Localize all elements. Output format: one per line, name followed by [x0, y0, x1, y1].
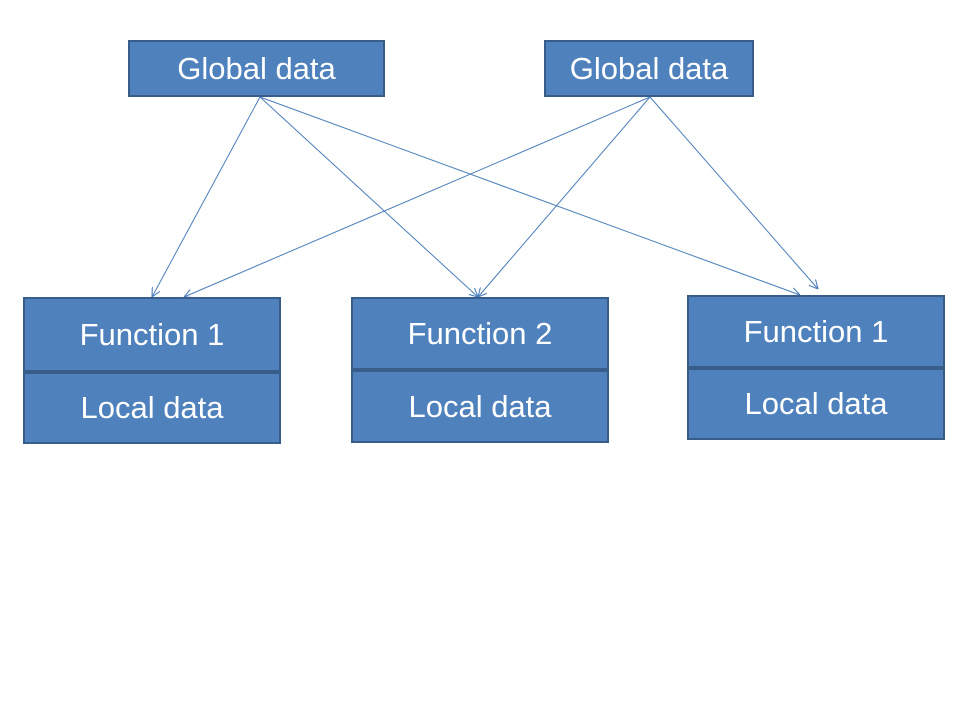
global-data-box-1: Global data	[128, 40, 385, 97]
function-box-1: Function 1	[23, 297, 281, 372]
arrow-global2-function3	[649, 96, 818, 289]
local-data-label-3: Local data	[744, 386, 888, 421]
function-label-3: Function 1	[743, 313, 889, 349]
arrow-global2-function2	[478, 96, 651, 297]
function-label-1: Function 1	[79, 316, 225, 352]
local-data-label-2: Local data	[408, 388, 552, 424]
local-data-box-1: Local data	[23, 372, 281, 444]
arrow-global2-function1	[184, 96, 651, 297]
global-data-box-2: Global data	[544, 40, 754, 97]
global-data-label-1: Global data	[177, 50, 336, 86]
global-data-label-2: Global data	[569, 50, 729, 86]
function-box-2: Function 2	[351, 297, 609, 370]
local-data-box-3: Local data	[687, 368, 945, 440]
local-data-box-2: Local data	[351, 370, 609, 443]
function-label-2: Function 2	[407, 315, 553, 351]
arrow-global1-function2	[259, 96, 478, 297]
local-data-label-1: Local data	[80, 390, 224, 425]
function-box-3: Function 1	[687, 295, 945, 368]
arrow-global1-function3	[259, 96, 800, 295]
arrow-global1-function1	[152, 96, 261, 297]
